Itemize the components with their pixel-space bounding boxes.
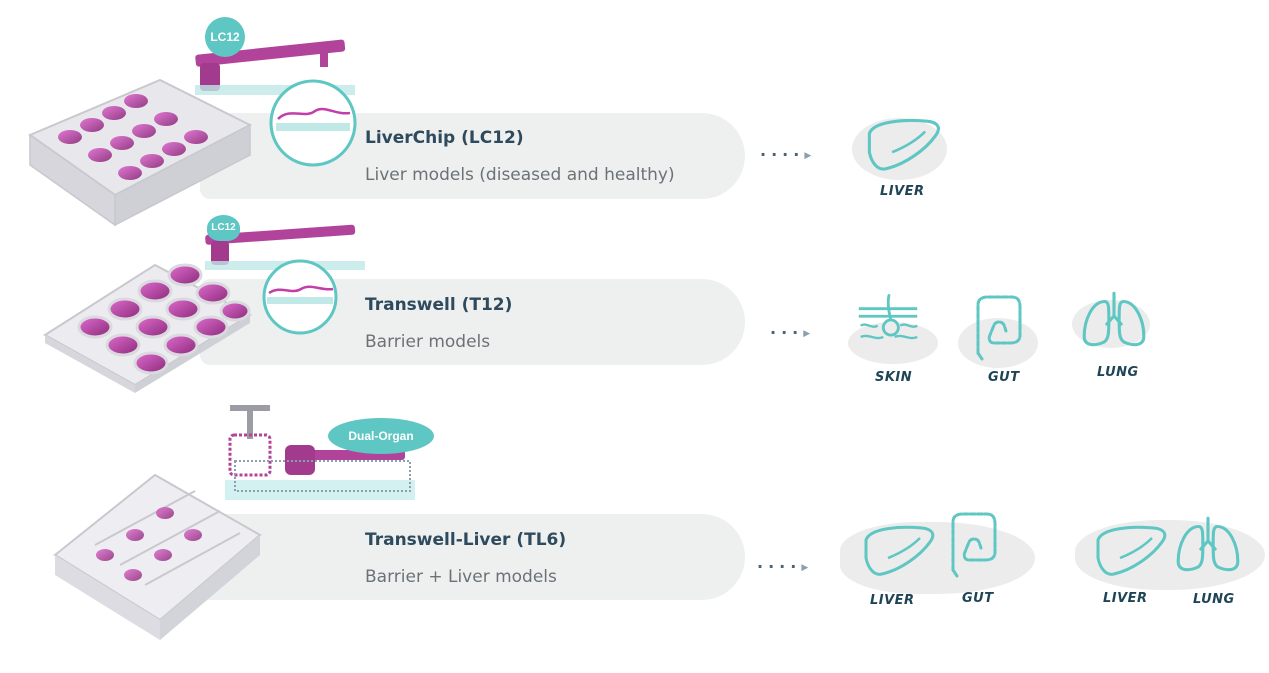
lung-icon: [1078, 288, 1150, 352]
liver-icon: [860, 522, 940, 582]
gut-icon: [968, 290, 1028, 362]
row-pill-transwell-liver: [200, 514, 745, 600]
row-connector-transwell: ···▶: [770, 323, 811, 342]
transwell-device-illustration: [35, 215, 365, 395]
liverchip-device-illustration: [20, 15, 360, 245]
organ-label-lung: LUNG: [1193, 592, 1235, 607]
organ-label-liver: LIVER: [1103, 591, 1148, 606]
row-connector-liverchip: ····▶: [760, 145, 812, 164]
skin-icon: [855, 288, 921, 352]
organ-label-lung: LUNG: [1097, 365, 1139, 380]
gut-icon: [943, 508, 1003, 578]
row-title-liverchip: LiverChip (LC12): [365, 128, 524, 148]
row-subtitle-liverchip: Liver models (diseased and healthy): [365, 165, 675, 185]
row-subtitle-transwell-liver: Barrier + Liver models: [365, 567, 557, 587]
organ-label-liver: LIVER: [880, 184, 925, 199]
organ-label-gut: GUT: [962, 591, 994, 606]
organ-label-liver: LIVER: [870, 593, 915, 608]
organ-label-skin: SKIN: [875, 370, 913, 385]
organ-blob: [848, 322, 938, 364]
row-title-transwell-liver: Transwell-Liver (TL6): [365, 530, 567, 550]
lc12-badge-small: LC12: [207, 215, 240, 241]
row-connector-transwell-liver: ····▶: [757, 557, 809, 576]
lc12-badge: LC12: [205, 17, 245, 57]
transwell-liver-device-illustration: [45, 395, 435, 650]
organ-label-gut: GUT: [988, 370, 1020, 385]
liver-icon: [1092, 522, 1172, 582]
row-subtitle-transwell: Barrier models: [365, 332, 491, 352]
lung-icon: [1172, 512, 1244, 578]
dual-organ-badge: Dual-Organ: [328, 418, 434, 454]
row-title-transwell: Transwell (T12): [365, 295, 513, 315]
liver-icon: [862, 115, 947, 177]
